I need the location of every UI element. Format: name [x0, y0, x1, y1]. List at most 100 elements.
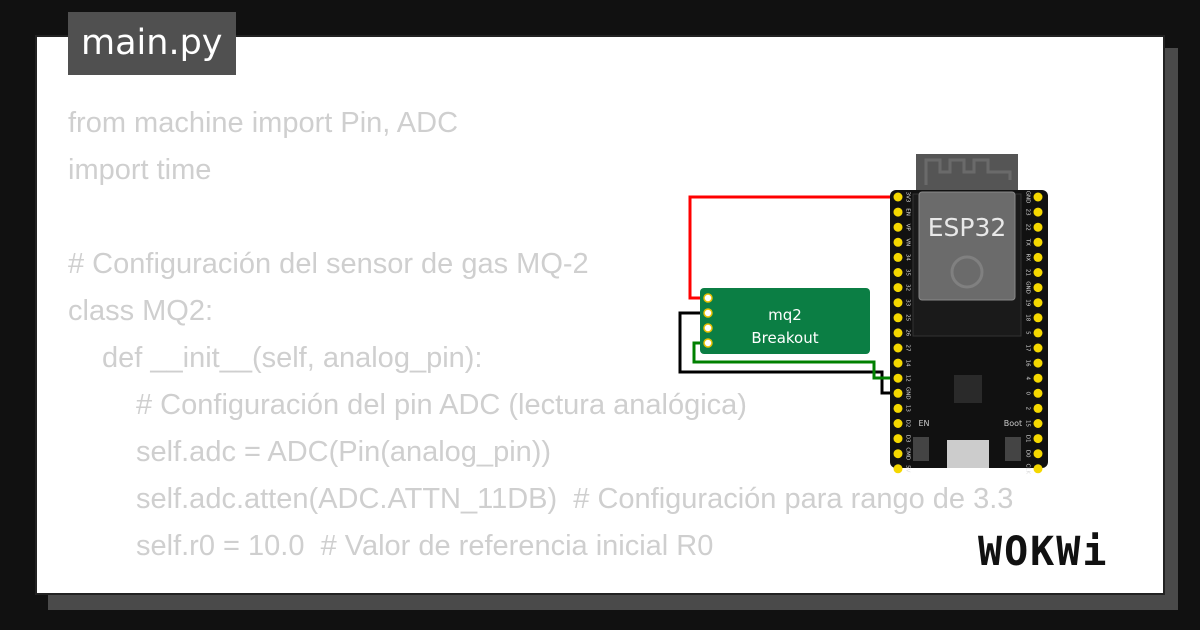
pin-label: 21: [1025, 269, 1031, 276]
pin-d0[interactable]: [1033, 449, 1043, 459]
code-line: self.r0 = 10.0 # Valor de referencia ini…: [136, 530, 714, 562]
pin-33[interactable]: [893, 298, 903, 308]
pin-25[interactable]: [893, 313, 903, 323]
pin-label: 16: [1025, 360, 1031, 367]
pin-label: D1: [1025, 435, 1031, 443]
pin-label: 18: [1025, 314, 1031, 321]
pin-label: VN: [905, 238, 911, 246]
pin-4[interactable]: [1033, 373, 1043, 383]
pin-label: 5V: [905, 465, 911, 472]
pin-12[interactable]: [893, 373, 903, 383]
pin-label: 14: [905, 360, 911, 367]
pin-label: D0: [1025, 450, 1031, 458]
sensor-subtitle: Breakout: [751, 329, 818, 347]
pin-23[interactable]: [1033, 207, 1043, 217]
pin-label: D2: [905, 420, 911, 428]
wire-3v3[interactable]: [688, 195, 898, 300]
pin-tx[interactable]: [1033, 237, 1043, 247]
pin-label: 33: [905, 299, 911, 306]
pin-label: EN: [905, 208, 911, 216]
boot-label: Boot: [1004, 419, 1022, 428]
pin-17[interactable]: [1033, 343, 1043, 353]
code-line: # Configuración del sensor de gas MQ-2: [68, 248, 589, 280]
pin-d2[interactable]: [893, 419, 903, 428]
pin-35[interactable]: [893, 268, 903, 277]
pin-16[interactable]: [1033, 358, 1043, 368]
pin-clk[interactable]: [1033, 464, 1043, 474]
code-line: from machine import Pin, ADC: [68, 107, 459, 139]
pin-gnd[interactable]: [893, 388, 903, 398]
pin-27[interactable]: [893, 343, 903, 353]
pin-gnd[interactable]: [1033, 192, 1043, 202]
pin-21[interactable]: [1033, 268, 1043, 277]
pin-d1[interactable]: [1033, 434, 1043, 444]
pin-en[interactable]: [893, 207, 903, 217]
pin-label: 23: [1025, 209, 1031, 216]
pin-label: CMD: [905, 447, 911, 460]
esp32-board[interactable]: ESP32 EN Boot 3V3ENVPVN34353233252627141…: [890, 154, 1048, 474]
pin-5[interactable]: [1033, 328, 1043, 338]
pin-label: 32: [905, 284, 911, 291]
code-line: class MQ2:: [68, 295, 214, 327]
wokwi-logo: WOKWi: [978, 529, 1109, 575]
pin-19[interactable]: [1033, 298, 1043, 308]
pin-label: GND: [1025, 191, 1031, 204]
pin-22[interactable]: [1033, 222, 1043, 232]
pin-34[interactable]: [893, 252, 903, 262]
mq2-sensor[interactable]: mq2 Breakout: [700, 288, 870, 354]
pin-label: 27: [905, 345, 911, 352]
en-label: EN: [918, 419, 929, 428]
pin-label: 15: [1025, 420, 1031, 427]
wires: [678, 195, 898, 395]
pin-label: 0: [1025, 392, 1031, 396]
pin-label: GND: [905, 387, 911, 400]
pin-label: 2: [1025, 407, 1031, 411]
usb-chip: [954, 375, 982, 403]
pin-0[interactable]: [1033, 388, 1043, 398]
wire-signal[interactable]: [692, 341, 898, 380]
pin-gnd[interactable]: [1033, 283, 1043, 293]
code-view: from machine import Pin, ADC import time #…: [68, 100, 1013, 570]
pin-label: TX: [1025, 238, 1031, 246]
pin-cmd[interactable]: [893, 449, 903, 459]
pin-dout[interactable]: [703, 323, 713, 333]
pin-14[interactable]: [893, 358, 903, 368]
boot-button[interactable]: [1005, 437, 1021, 461]
pin-26[interactable]: [893, 328, 903, 338]
pin-vcc[interactable]: [703, 293, 713, 303]
pin-label: 12: [905, 375, 911, 382]
pin-label: GND: [1025, 281, 1031, 294]
usb-port[interactable]: [947, 440, 989, 468]
pin-label: D3: [905, 435, 911, 443]
sensor-name: mq2: [768, 306, 802, 324]
wire-gnd[interactable]: [678, 311, 898, 395]
pin-vn[interactable]: [893, 237, 903, 247]
file-tab[interactable]: main.py: [68, 12, 236, 75]
pin-d3[interactable]: [893, 434, 903, 444]
pin-label: 22: [1025, 224, 1031, 231]
pin-15[interactable]: [1033, 419, 1043, 428]
pin-aout[interactable]: [703, 338, 713, 348]
pin-2[interactable]: [1033, 403, 1043, 413]
pin-label: CLK: [1025, 464, 1031, 475]
pin-label: 17: [1025, 345, 1031, 352]
pin-3v3[interactable]: [893, 192, 903, 202]
pin-gnd[interactable]: [703, 308, 713, 318]
en-button[interactable]: [913, 437, 929, 461]
pin-label: 5: [1025, 331, 1031, 335]
code-line: import time: [68, 154, 212, 186]
pin-label: 25: [905, 314, 911, 321]
chip-label: ESP32: [928, 213, 1007, 242]
pin-label: 26: [905, 329, 911, 336]
pin-32[interactable]: [893, 283, 903, 293]
code-line: def __init__(self, analog_pin):: [102, 342, 483, 374]
pin-vp[interactable]: [893, 222, 903, 232]
pin-label: 19: [1025, 299, 1031, 306]
pin-rx[interactable]: [1033, 252, 1043, 262]
pin-13[interactable]: [893, 403, 903, 413]
pin-label: 3V3: [905, 192, 911, 203]
pin-18[interactable]: [1033, 313, 1043, 323]
pin-label: VP: [905, 224, 911, 232]
pin-5v[interactable]: [893, 464, 903, 474]
